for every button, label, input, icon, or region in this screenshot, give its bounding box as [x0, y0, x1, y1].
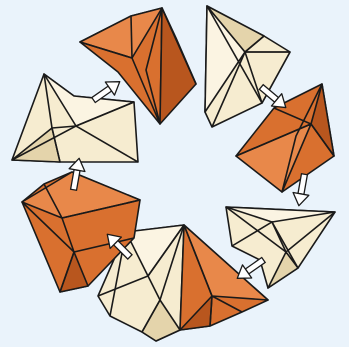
origami-fold-diagram: [0, 0, 349, 347]
